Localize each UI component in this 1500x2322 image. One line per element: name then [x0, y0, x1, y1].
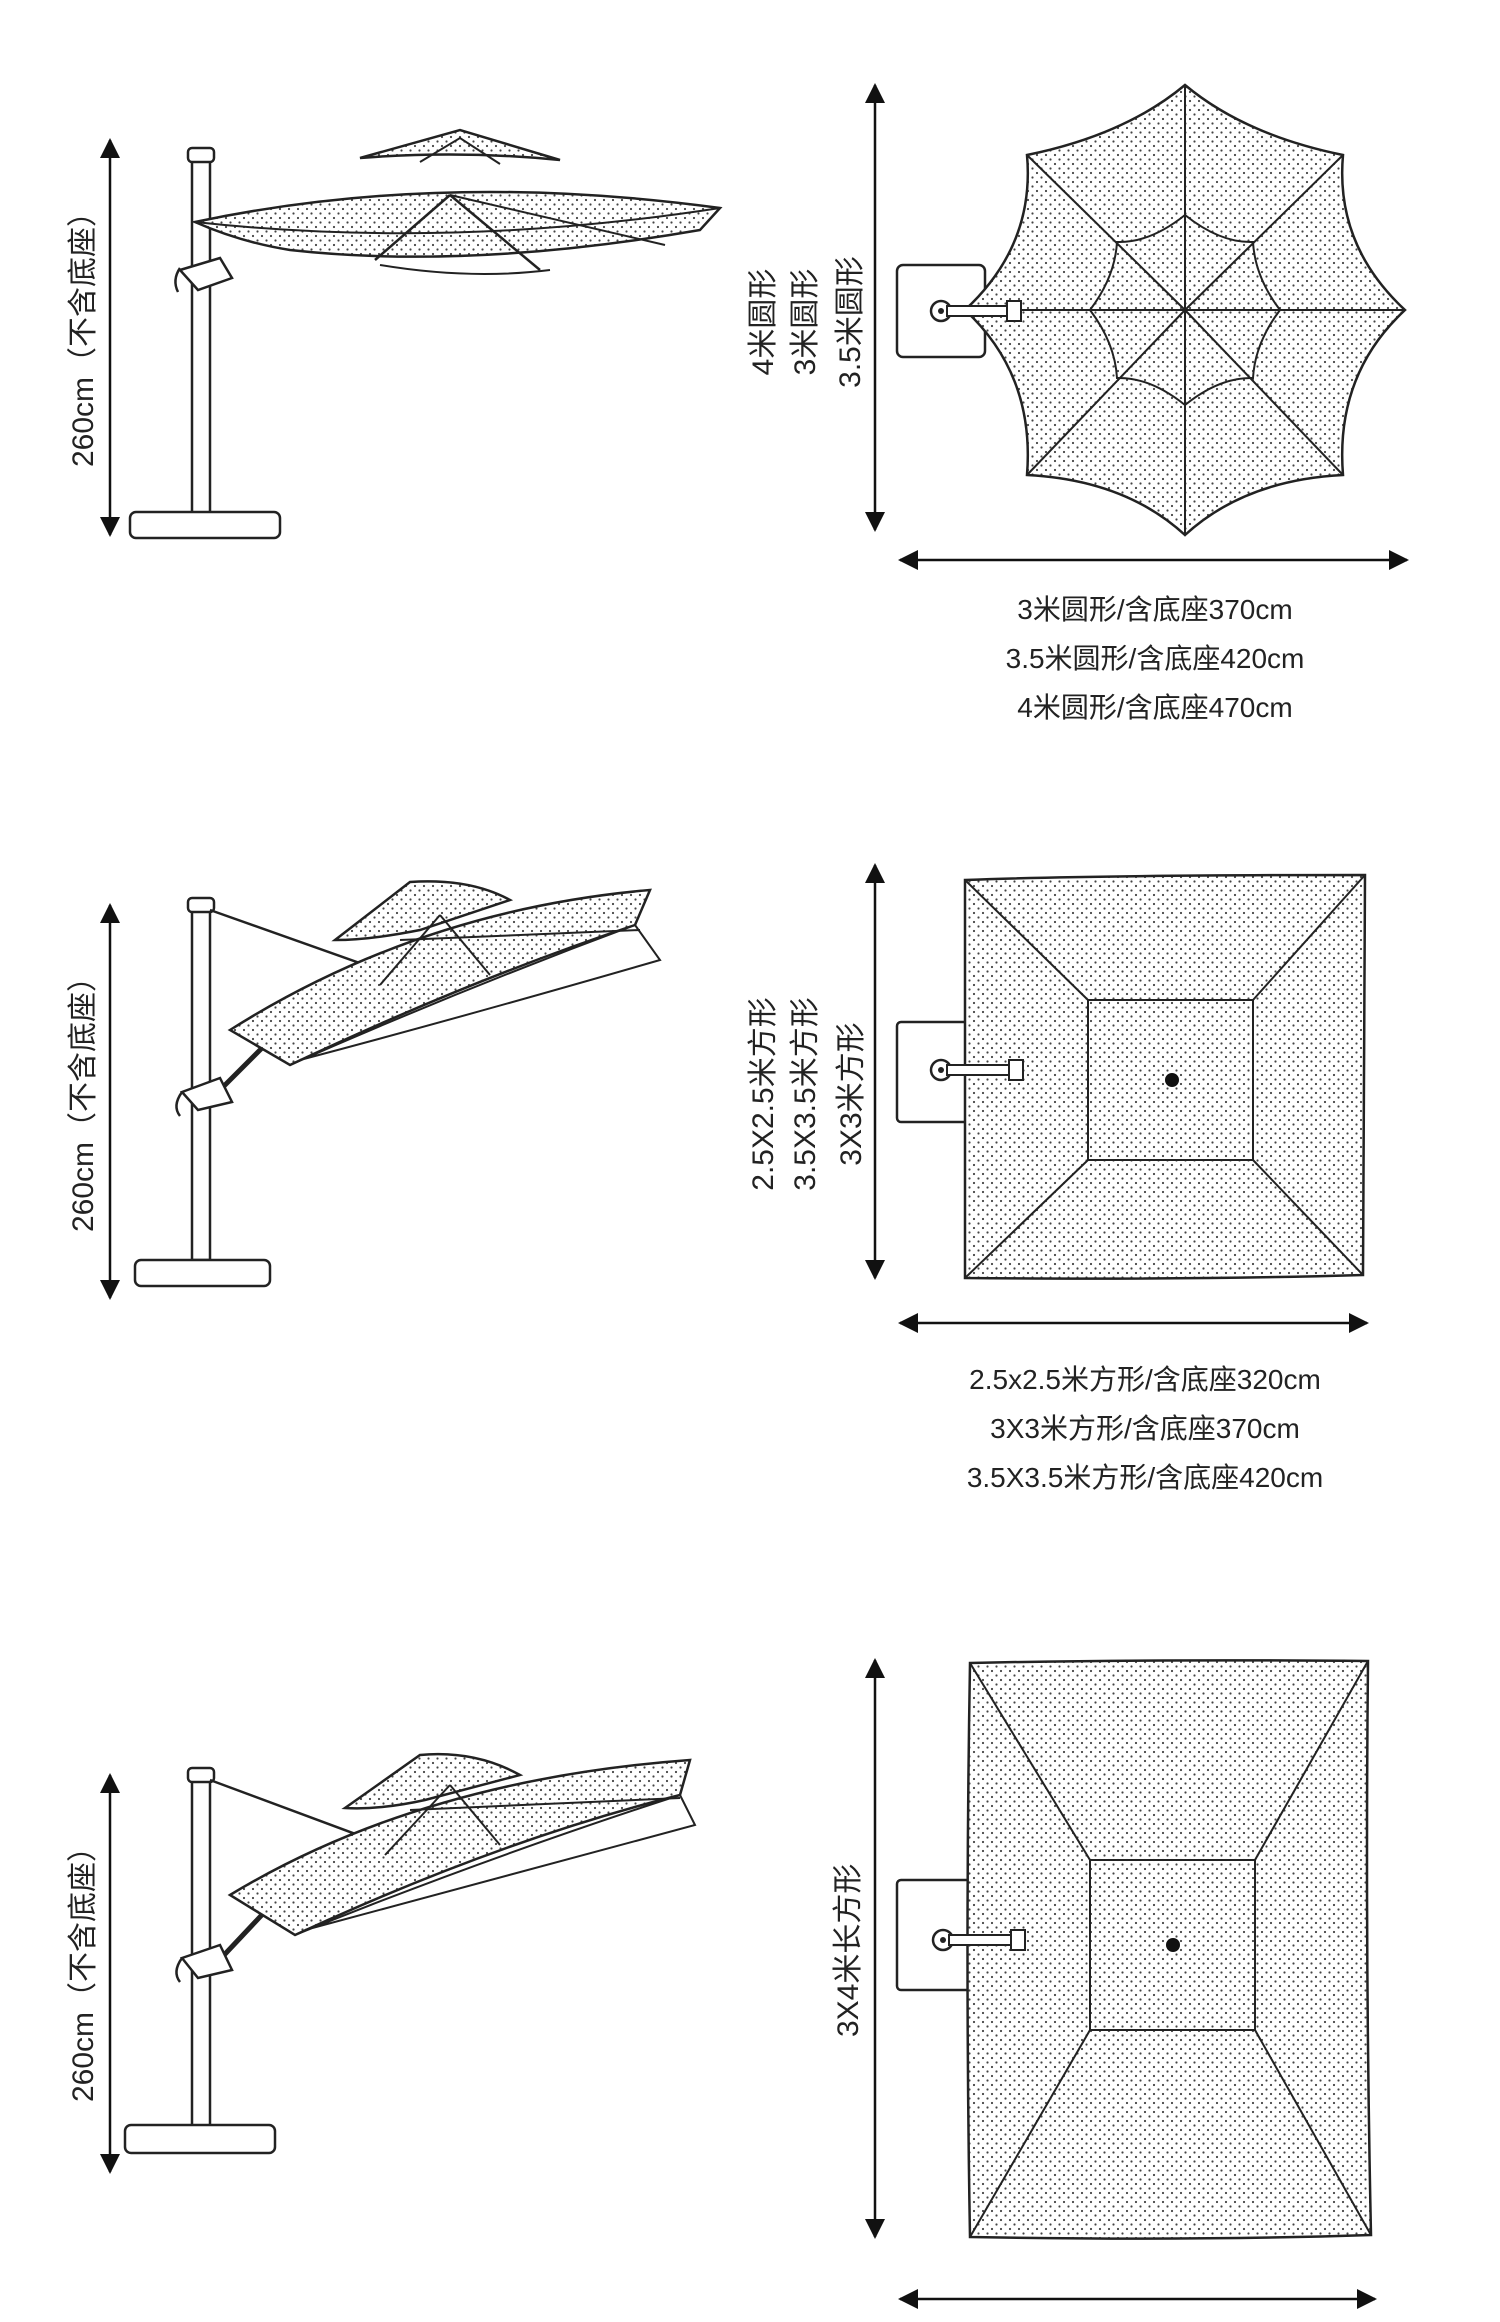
top-view-width-arrow	[898, 2289, 1377, 2309]
caption-line: 3X3米方形/含底座370cm	[990, 1413, 1300, 1444]
caption-line: 3米圆形/含底座370cm	[1017, 594, 1293, 625]
section-square: 260cm（不含底座） 2.5X2.5米方形 3.5X3.5米方形 3X3米方形	[67, 863, 1445, 1502]
side-height-label: 260cm（不含底座）	[67, 1831, 100, 2102]
umbrella-side-view-square	[133, 880, 662, 1288]
dimension-captions: 2.5x2.5米方形/含底座320cm 3X3米方形/含底座370cm 3.5X…	[845, 1355, 1445, 1502]
top-view-width-arrow	[898, 1313, 1369, 1333]
umbrella-top-view-square	[895, 873, 1367, 1280]
caption-line: 4米圆形/含底座470cm	[1017, 692, 1293, 723]
caption-line: 3.5X3.5米方形/含底座420cm	[966, 1462, 1324, 1493]
top-view-height-arrow	[865, 83, 885, 532]
umbrella-side-view-rectangle	[123, 1752, 697, 2155]
top-view-width-arrow	[898, 550, 1409, 570]
side-height-arrow	[100, 903, 120, 1300]
dimension-captions: 3米圆形/含底座370cm 3.5米圆形/含底座420cm 4米圆形/含底座47…	[855, 585, 1455, 732]
size-label: 3X4米长方形	[832, 1863, 865, 2037]
umbrella-top-view-rectangle	[895, 1659, 1373, 2240]
side-height-arrow	[100, 138, 120, 537]
side-height-arrow	[100, 1773, 120, 2174]
caption-line: 3.5米圆形/含底座420cm	[1005, 643, 1305, 674]
umbrella-side-view-round	[128, 128, 723, 540]
caption-line: 2.5x2.5米方形/含底座320cm	[969, 1364, 1321, 1395]
top-view-height-arrow	[865, 1658, 885, 2239]
top-view-height-arrow	[865, 863, 885, 1280]
section-round: 260cm（不含底座） 4米圆形 3米圆形 3.5米圆形	[0, 0, 1500, 760]
umbrella-top-view-round	[895, 83, 1407, 537]
